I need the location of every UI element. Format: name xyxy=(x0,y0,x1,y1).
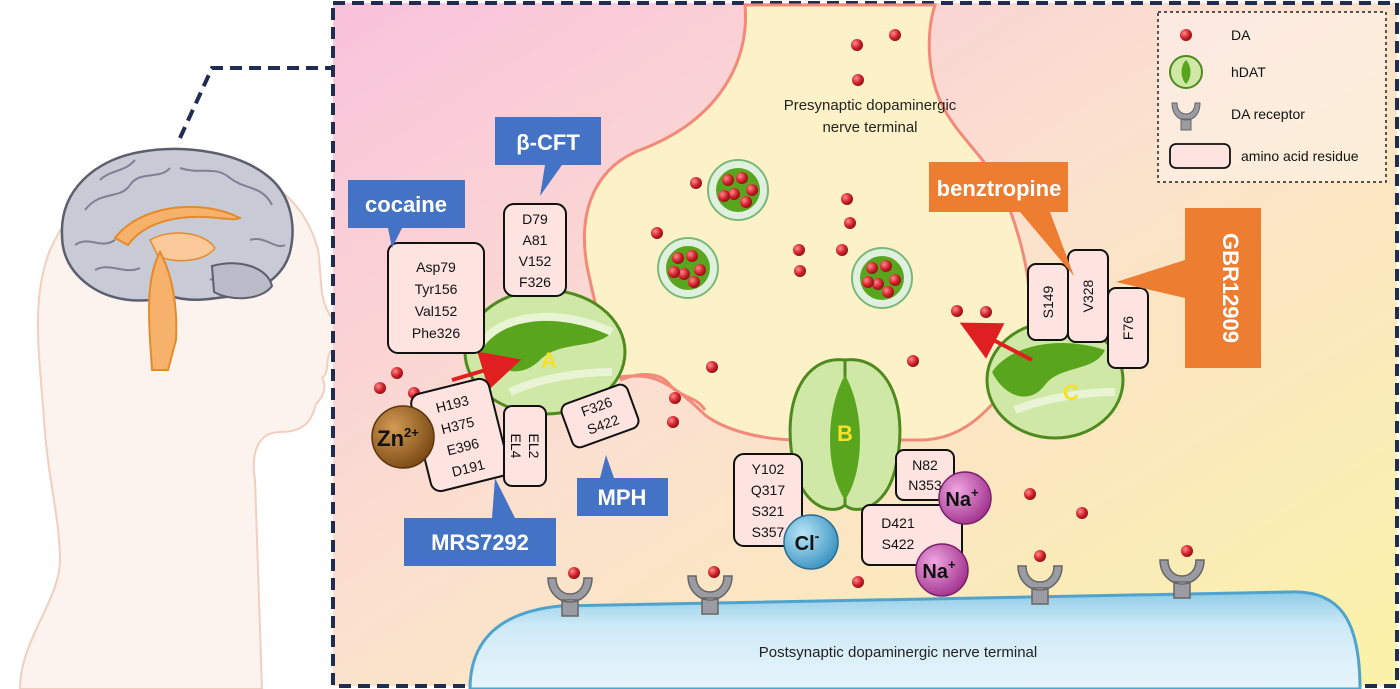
presynaptic-label-line1: Presynaptic dopaminergic xyxy=(784,97,957,114)
residue-d79: D79 xyxy=(522,211,548,227)
presynaptic-label-line2: nerve terminal xyxy=(822,119,917,136)
drug-cocaine-label: cocaine xyxy=(365,192,447,217)
residue-box-s149: S149 xyxy=(1027,263,1069,341)
residue-s149: S149 xyxy=(1040,285,1056,318)
residue-v328: V328 xyxy=(1080,279,1096,312)
residue-s357: S357 xyxy=(752,524,785,540)
residue-s321: S321 xyxy=(752,503,785,519)
residue-box-v328: V328 xyxy=(1067,249,1109,343)
hdat-b xyxy=(788,358,902,511)
legend-residue-icon xyxy=(1169,143,1231,169)
chloride-symbol: Cl xyxy=(795,533,815,555)
legend-hdat-icon xyxy=(1169,55,1203,89)
sodium-symbol-2: Na xyxy=(922,561,948,583)
zinc-symbol: Zn xyxy=(377,426,404,451)
callout-cocaine: cocaine xyxy=(348,180,465,248)
vesicle-2 xyxy=(657,237,719,299)
residue-f76: F76 xyxy=(1120,316,1136,340)
callout-bcft: β-CFT xyxy=(495,117,601,196)
residue-tyr156: Tyr156 xyxy=(415,281,458,297)
residue-d191: D191 xyxy=(450,456,487,480)
residue-h193: H193 xyxy=(434,392,471,416)
postsynaptic-terminal xyxy=(468,590,1362,689)
residue-box-cocaine: Asp79 Tyr156 Val152 Phe326 xyxy=(387,242,485,354)
chloride-ion: Cl- xyxy=(783,514,839,570)
svg-text:Na+: Na+ xyxy=(922,557,956,583)
residue-phe326: Phe326 xyxy=(412,325,460,341)
residue-box-mph: F326 S422 xyxy=(560,383,640,449)
membrane-invagination xyxy=(619,373,707,411)
callout-gbr12909: GBR12909 xyxy=(1116,208,1261,368)
brainstem xyxy=(148,249,178,371)
sodium-symbol-1: Na xyxy=(945,489,971,511)
sodium-charge-2: + xyxy=(948,557,956,572)
residue-el4: EL4 xyxy=(508,434,524,459)
svg-text:Na+: Na+ xyxy=(945,485,979,511)
callout-benztropine: benztropine xyxy=(929,162,1074,276)
svg-text:Cl-: Cl- xyxy=(795,528,820,555)
site-b-label: B xyxy=(837,421,853,446)
residue-n353: N353 xyxy=(908,477,942,493)
uptake-arrow-a xyxy=(451,351,522,390)
residue-val152: Val152 xyxy=(415,303,458,319)
zinc-ion: Zn2+ xyxy=(371,405,435,469)
legend-da-label: DA xyxy=(1231,27,1251,43)
legend-da-icon xyxy=(1180,29,1192,41)
residue-el2: EL2 xyxy=(526,434,542,459)
residue-a81: A81 xyxy=(523,232,548,248)
legend-residue-label: amino acid residue xyxy=(1241,148,1359,164)
thalamus xyxy=(149,232,216,262)
drug-bcft-label: β-CFT xyxy=(516,130,580,155)
residue-box-el: EL2 EL4 xyxy=(503,405,547,487)
residue-box-bcft: D79 A81 V152 F326 xyxy=(503,203,567,297)
legend-hdat-label: hDAT xyxy=(1231,64,1266,80)
sodium-ion-2: Na+ xyxy=(915,543,969,597)
head-illustration xyxy=(18,147,341,689)
residue-e396: E396 xyxy=(445,435,481,458)
residue-n82: N82 xyxy=(912,457,938,473)
drug-benztropine-label: benztropine xyxy=(937,176,1062,201)
legend: DA hDAT DA receptor amino acid residue xyxy=(1157,11,1387,183)
chloride-charge: - xyxy=(815,528,820,544)
residue-s422: S422 xyxy=(882,536,915,552)
residue-box-cl: Y102 Q317 S321 S357 xyxy=(733,453,803,547)
legend-receptor-label: DA receptor xyxy=(1231,106,1305,122)
postsynaptic-label: Postsynaptic dopaminergic nerve terminal xyxy=(759,644,1037,661)
residue-y102: Y102 xyxy=(752,461,785,477)
residue-asp79: Asp79 xyxy=(416,259,456,275)
corpus-callosum xyxy=(113,205,243,247)
svg-text:Zn2+: Zn2+ xyxy=(377,425,419,451)
zinc-charge: 2+ xyxy=(404,425,419,440)
residue-d421: D421 xyxy=(881,515,915,531)
uptake-arrow-c xyxy=(959,322,1033,362)
vesicle-dopamine xyxy=(668,172,901,298)
legend-receptor-icon xyxy=(1171,102,1201,131)
vesicle-3 xyxy=(851,247,913,309)
sodium-ion-1: Na+ xyxy=(938,471,992,525)
callout-mph: MPH xyxy=(577,455,668,516)
site-a-label: A xyxy=(541,348,557,373)
zoom-callout-line xyxy=(178,66,333,139)
residue-f326: F326 xyxy=(519,274,551,290)
da-receptors xyxy=(547,559,1205,617)
hdat-c xyxy=(985,320,1125,440)
drug-gbr12909-label: GBR12909 xyxy=(1218,233,1243,343)
drug-mph-label: MPH xyxy=(598,485,647,510)
residue-box-f76: F76 xyxy=(1107,287,1149,369)
residue-q317: Q317 xyxy=(751,482,785,498)
residue-box-zinc: H193 H375 E396 D191 xyxy=(410,377,510,493)
callout-mrs7292: MRS7292 xyxy=(404,478,556,566)
residue-h375: H375 xyxy=(439,413,476,437)
sodium-charge-1: + xyxy=(971,485,979,500)
drug-mrs7292-label: MRS7292 xyxy=(431,530,529,555)
residue-v152: V152 xyxy=(519,253,552,269)
cerebellum xyxy=(210,262,274,300)
site-c-label: C xyxy=(1063,380,1079,405)
